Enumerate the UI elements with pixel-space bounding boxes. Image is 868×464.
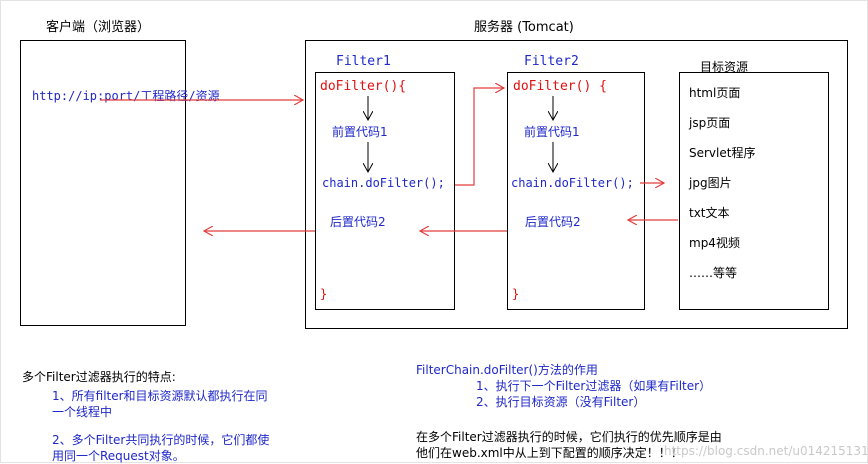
filter1-pre-code: 前置代码1: [332, 125, 388, 139]
target-item-mp4: mp4视频: [689, 236, 740, 250]
target-item-jpg: jpg图片: [689, 176, 732, 190]
filter2-chain-dofilter: chain.doFilter();: [511, 176, 634, 190]
filter2-post-code: 后置代码2: [525, 215, 581, 229]
watermark: https://blog.csdn.net/u014215131: [664, 444, 868, 458]
filter1-box: [315, 72, 455, 310]
notes-right-item2: 2、执行目标资源（没有Filter）: [476, 395, 646, 409]
filter2-dofilter-open: doFilter() {: [513, 79, 607, 94]
filter1-post-code: 后置代码2: [330, 215, 386, 229]
filter2-pre-code: 前置代码1: [524, 125, 580, 139]
notes-left-p1-line2: 一个线程中: [52, 405, 113, 419]
target-box: [679, 72, 829, 310]
notes-right-heading: FilterChain.doFilter()方法的作用: [416, 363, 598, 377]
filter1-title: Filter1: [336, 54, 391, 69]
filter2-title: Filter2: [524, 54, 579, 69]
target-item-html: html页面: [689, 86, 741, 100]
target-item-etc: ……等等: [689, 266, 738, 280]
filter1-chain-dofilter: chain.doFilter();: [322, 176, 445, 190]
target-item-txt: txt文本: [689, 206, 730, 220]
target-item-servlet: Servlet程序: [689, 146, 756, 160]
server-title: 服务器 (Tomcat): [474, 20, 574, 35]
client-box: [20, 40, 186, 326]
notes-left-p2-line1: 2、多个Filter共同执行的时候，它们都使: [52, 433, 270, 447]
target-item-jsp: jsp页面: [689, 116, 731, 130]
filter2-dofilter-close: }: [512, 287, 520, 301]
notes-left-p1-line1: 1、所有filter和目标资源默认都执行在同: [52, 389, 268, 403]
notes-right-footer-line2: 他们在web.xml中从上到下配置的顺序决定！！！: [416, 446, 683, 460]
notes-right-item1: 1、执行下一个Filter过滤器（如果有Filter）: [476, 379, 712, 393]
notes-right-footer-line1: 在多个Filter过滤器执行的时候，它们执行的优先顺序是由: [416, 430, 722, 444]
target-title: 目标资源: [700, 60, 749, 74]
filter2-box: [507, 72, 645, 310]
notes-left-heading: 多个Filter过滤器执行的特点:: [22, 370, 176, 384]
client-title: 客户端（浏览器）: [46, 20, 151, 35]
notes-left-p2-line2: 用同一个Request对象。: [52, 449, 185, 463]
filter1-dofilter-close: }: [320, 287, 328, 301]
arrow-filter1-to-filter2: [455, 88, 504, 186]
filter1-dofilter-open: doFilter(){: [320, 79, 407, 94]
